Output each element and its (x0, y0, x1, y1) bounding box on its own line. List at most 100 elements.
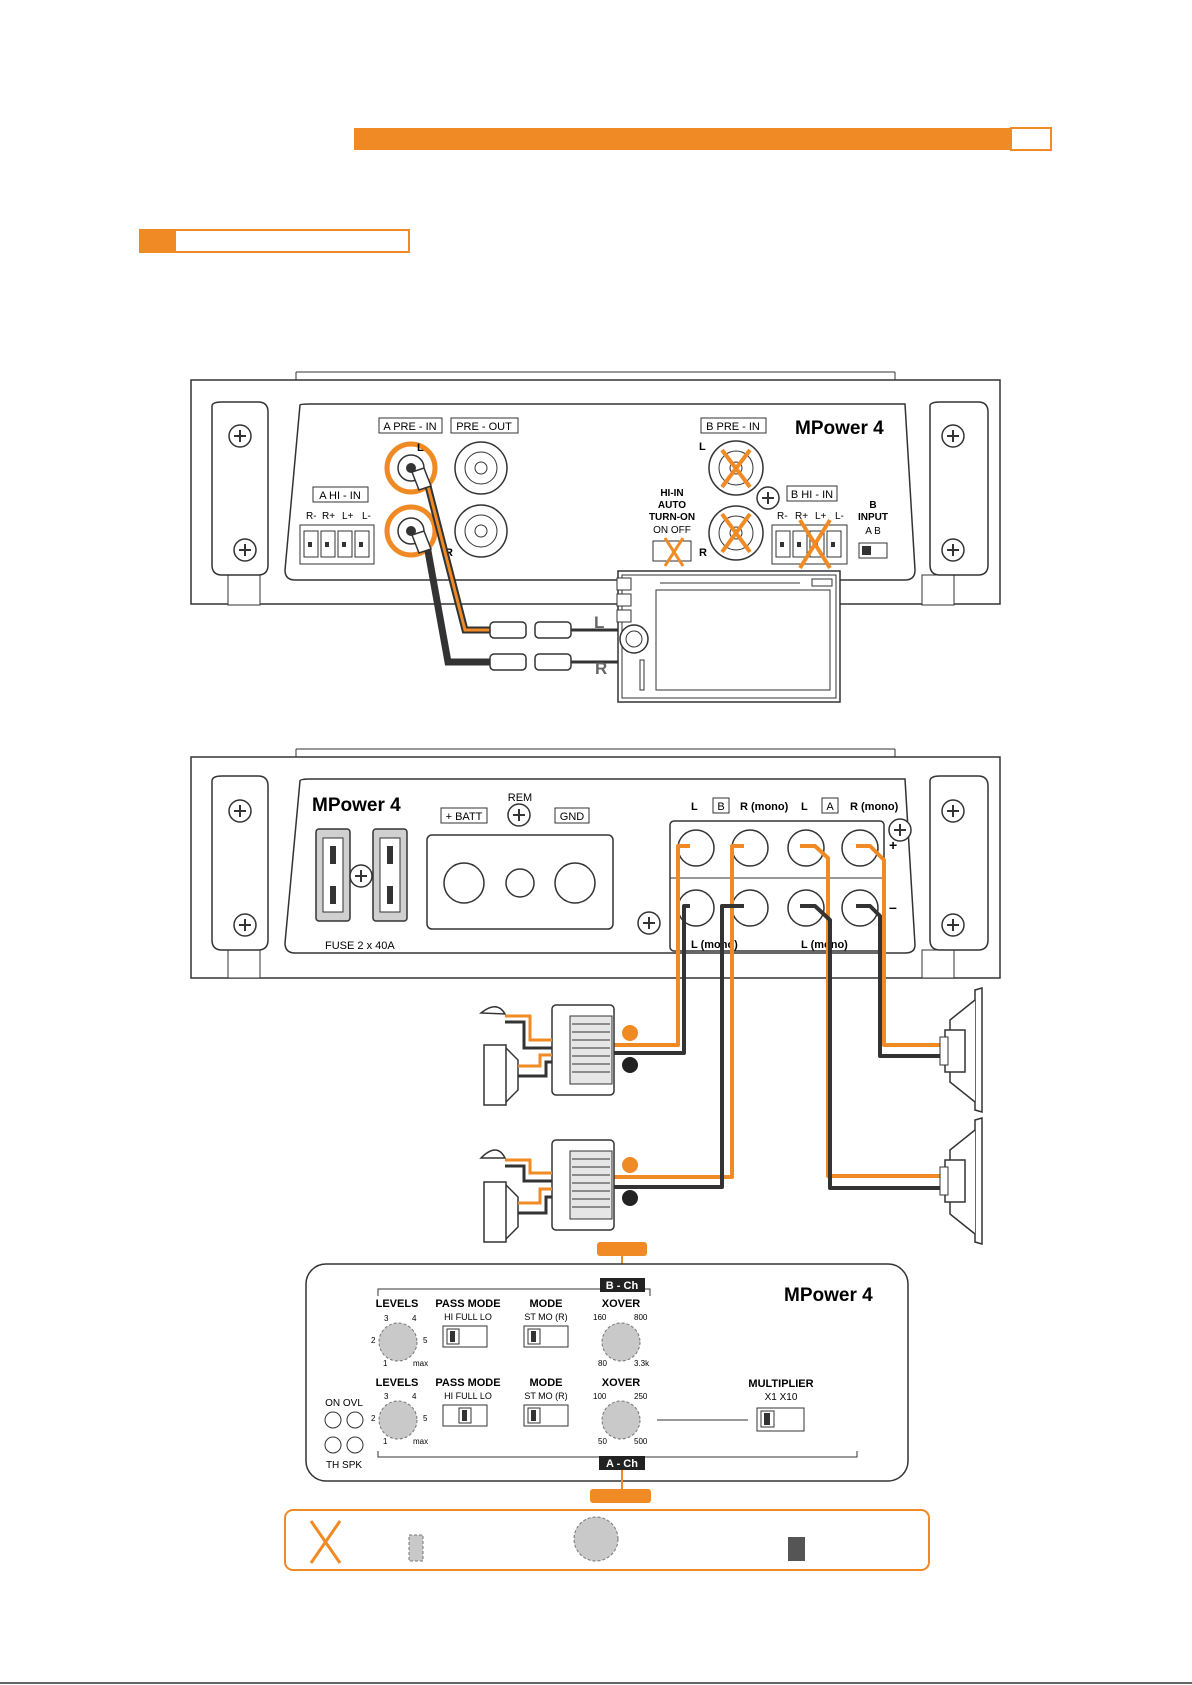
b-hi-in-label: B HI - IN (791, 489, 833, 501)
level-mark-2: 2 (371, 1414, 376, 1423)
batt-terminal (443, 862, 485, 904)
screw-icon (941, 424, 965, 448)
multiplier-opts: X1 X10 (765, 1392, 798, 1403)
b-pre-r: R (699, 547, 707, 559)
xover-a-250: 250 (634, 1392, 648, 1401)
passive-crossover-1 (551, 1004, 638, 1096)
out-r-mono: R (mono) (740, 801, 789, 813)
panel-brand: MPower 4 (784, 1285, 873, 1306)
b-ch-highlight (597, 1242, 647, 1256)
on-off-label: ON OFF (653, 525, 691, 536)
head-unit (616, 570, 841, 703)
b-input-1: B (869, 500, 876, 511)
th-led (324, 1436, 342, 1454)
b-pre-in-label: B PRE - IN (706, 421, 760, 433)
a-pre-in-l-jack (384, 441, 438, 495)
screw-icon (349, 864, 373, 888)
levels-a-knob (378, 1400, 418, 1440)
xover-b-800: 800 (634, 1313, 648, 1322)
on-led (324, 1411, 342, 1429)
level-mark-3: 3 (384, 1314, 389, 1323)
out-b: B (717, 801, 724, 813)
xover-a-100: 100 (593, 1392, 607, 1401)
disabled-x-icon (663, 537, 685, 567)
out-a: A (826, 801, 834, 813)
pre-out-label: PRE - OUT (456, 421, 512, 433)
out-r-mono2: R (mono) (850, 801, 899, 813)
fuse-label: FUSE 2 x 40A (325, 940, 395, 952)
cable-l-label: L (594, 613, 604, 632)
pass-mode-a: PASS MODE (435, 1377, 500, 1389)
xover-a: XOVER (602, 1377, 641, 1389)
rem-label: REM (508, 792, 532, 804)
a-hi-in-label: A HI - IN (319, 490, 361, 502)
b-input-2: INPUT (858, 512, 888, 523)
a-hi-lplus: L+ (342, 511, 354, 522)
rem-terminal (505, 868, 535, 898)
level-mark-max: max (413, 1359, 428, 1368)
hi-in-auto-2: AUTO (658, 500, 686, 511)
cable-r-label: R (595, 659, 607, 678)
xover-a-500: 500 (634, 1437, 648, 1446)
levels-b: LEVELS (376, 1298, 419, 1310)
level-mark-3: 3 (384, 1392, 389, 1401)
section-bar-block (139, 229, 175, 253)
screw-icon (637, 911, 661, 935)
out-l2: L (801, 801, 808, 813)
multiplier-label: MULTIPLIER (748, 1378, 813, 1390)
screw-icon (941, 913, 965, 937)
b-pre-l: L (699, 441, 706, 453)
not-used-x-icon (309, 1520, 342, 1564)
screw-icon (233, 538, 257, 562)
spk-led (346, 1436, 364, 1454)
header-bar (354, 128, 1011, 150)
b-hi-lplus: L+ (815, 511, 827, 522)
xover-b-160: 160 (593, 1313, 607, 1322)
xover-b-80: 80 (598, 1359, 607, 1368)
a-ch-label: A - Ch (606, 1458, 638, 1470)
a-hi-lminus: L- (362, 511, 371, 522)
xover-b-3k: 3.3k (634, 1359, 650, 1368)
b-hi-lminus: L- (835, 511, 844, 522)
mode-b: MODE (530, 1298, 563, 1310)
level-mark-1: 1 (383, 1359, 388, 1368)
xover-b: XOVER (602, 1298, 641, 1310)
screw-icon (941, 538, 965, 562)
pass-mode-b: PASS MODE (435, 1298, 500, 1310)
rca-cables (411, 467, 622, 671)
mode-opts-a: ST MO (R) (524, 1391, 567, 1401)
hi-in-auto-1: HI-IN (660, 488, 683, 499)
a-pre-in-label: A PRE - IN (383, 421, 436, 433)
gnd-label: GND (560, 811, 585, 823)
component-speakers-1 (478, 1006, 552, 1106)
screw-icon (228, 424, 252, 448)
switch-position-icon (788, 1537, 805, 1561)
minus-sign: – (889, 899, 897, 915)
pass-opts-a: HI FULL LO (444, 1391, 492, 1401)
bottom-l-mono2: L (mono) (801, 939, 848, 951)
level-mark-2: 2 (371, 1336, 376, 1345)
switch-setting-icon (408, 1534, 424, 1562)
header-bar-end (1010, 127, 1052, 151)
hi-in-auto-3: TURN-ON (649, 512, 695, 523)
legend-box (284, 1509, 930, 1571)
a-pre-in-r-jack (384, 504, 438, 558)
speaker-wires (600, 844, 960, 1190)
b-hi-rplus: R+ (795, 511, 808, 522)
passive-crossover-2 (551, 1139, 638, 1231)
b-hi-rminus: R- (777, 511, 788, 522)
bottom-l-mono: L (mono) (691, 939, 738, 951)
out-l: L (691, 801, 698, 813)
ovl-led (346, 1411, 364, 1429)
gnd-terminal (554, 862, 596, 904)
batt-label: + BATT (446, 811, 483, 823)
disabled-x-icon (720, 512, 752, 554)
mode-opts-b: ST MO (R) (524, 1312, 567, 1322)
amp-power-brand: MPower 4 (312, 795, 401, 816)
pass-opts-b: HI FULL LO (444, 1312, 492, 1322)
a-hi-rplus: R+ (322, 511, 335, 522)
level-mark-5: 5 (423, 1414, 428, 1423)
amp-top-brand: MPower 4 (795, 418, 884, 439)
a-pre-l: L (417, 442, 424, 454)
